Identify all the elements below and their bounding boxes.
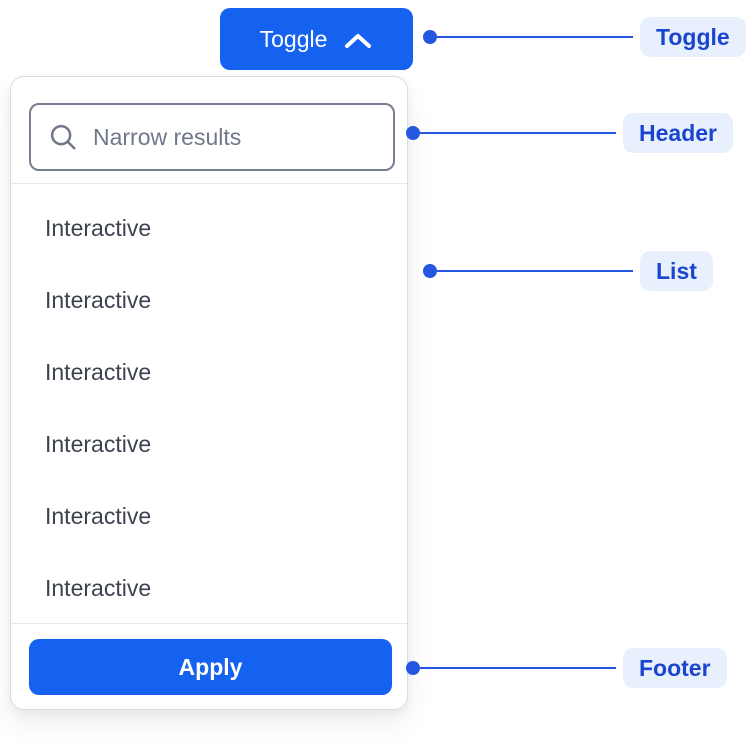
callout-line (437, 35, 633, 39)
callout-dot (406, 126, 420, 140)
chevron-up-icon (343, 29, 373, 50)
callout-dot (406, 661, 420, 675)
list-item[interactable]: Interactive (45, 575, 152, 601)
callout-toggle: Toggle (423, 17, 746, 57)
dropdown-header (11, 77, 407, 184)
callout-label-toggle: Toggle (640, 17, 746, 57)
search-box[interactable] (29, 103, 395, 171)
apply-button[interactable]: Apply (29, 639, 392, 695)
dropdown-footer: Apply (11, 623, 407, 710)
callout-dot (423, 264, 437, 278)
list-item[interactable]: Interactive (45, 215, 152, 241)
callout-label-header: Header (623, 113, 733, 153)
list-item[interactable]: Interactive (45, 359, 152, 385)
callout-line (437, 269, 633, 273)
callout-footer: Footer (406, 648, 727, 688)
callout-label-footer: Footer (623, 648, 727, 688)
callout-line (420, 131, 616, 135)
search-input[interactable] (91, 122, 376, 152)
callout-list: List (423, 251, 713, 291)
dropdown-list: Interactive Interactive Interactive Inte… (11, 184, 407, 624)
list-item[interactable]: Interactive (45, 431, 152, 457)
list-item[interactable]: Interactive (45, 287, 152, 313)
toggle-button[interactable]: Toggle (220, 8, 413, 70)
callout-label-list: List (640, 251, 713, 291)
callout-line (420, 666, 616, 670)
list-item[interactable]: Interactive (45, 503, 152, 529)
dropdown-panel: Interactive Interactive Interactive Inte… (10, 76, 408, 710)
toggle-button-label: Toggle (259, 25, 328, 52)
search-icon (48, 122, 78, 152)
callout-header: Header (406, 113, 733, 153)
callout-dot (423, 30, 437, 44)
